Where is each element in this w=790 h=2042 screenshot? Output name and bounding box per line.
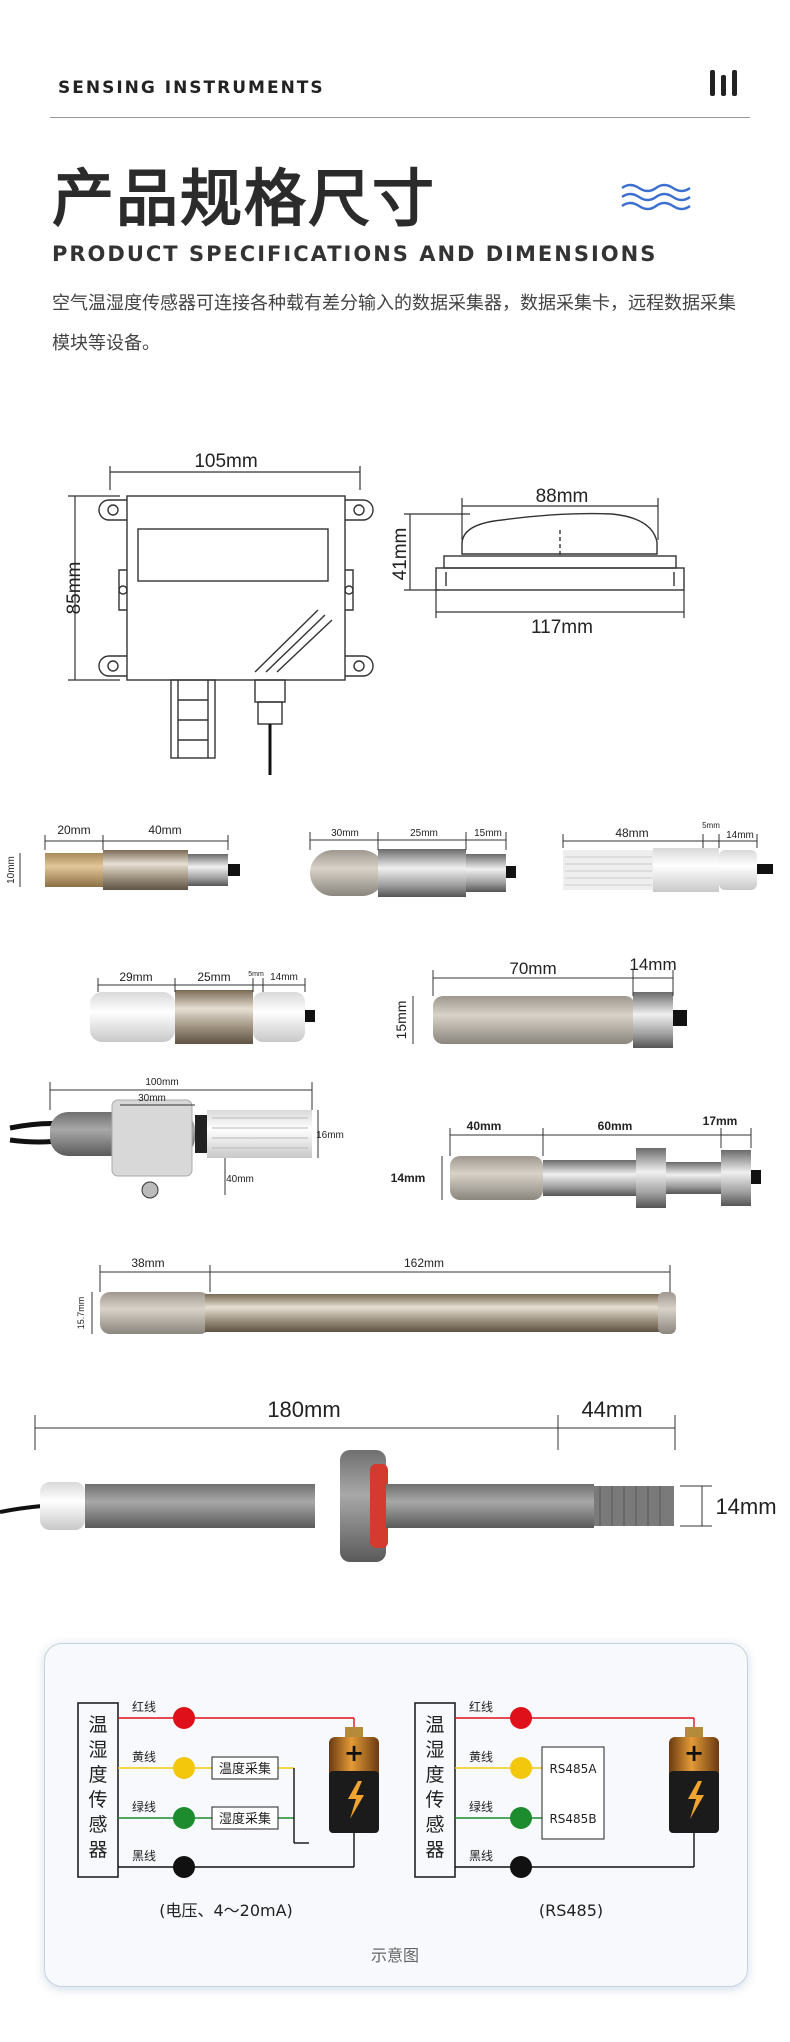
p2-dim-1: 30mm bbox=[331, 828, 359, 839]
left-sensor-char-3: 度 bbox=[88, 1764, 107, 1786]
p8-dim-3: 15.7mm bbox=[76, 1297, 86, 1330]
right-sensor-char-2: 湿 bbox=[425, 1739, 444, 1761]
diagram-footer: 示意图 bbox=[371, 1946, 419, 1965]
left-box-temp: 温度采集 bbox=[219, 1761, 271, 1777]
p6-dim-4: 40mm bbox=[226, 1174, 254, 1185]
header-divider bbox=[50, 117, 750, 118]
right-sensor-char-6: 器 bbox=[425, 1839, 444, 1861]
left-sensor-char-1: 温 bbox=[88, 1714, 107, 1736]
left-caption: (电压、4～20mA) bbox=[159, 1901, 293, 1920]
bars-icon bbox=[710, 70, 737, 96]
page-title: 产品规格尺寸 bbox=[52, 162, 437, 235]
right-box-rs485b: RS485B bbox=[549, 1812, 596, 1826]
left-wire-green: 绿线 bbox=[132, 1799, 156, 1814]
p8-dim-2: 162mm bbox=[404, 1256, 444, 1270]
dim-front-height: 85mm bbox=[64, 562, 85, 615]
wiring-diagram: 温 湿 度 传 感 器 温度采集 湿度采集 红线 黄线 绿线 黑线 + (电压、… bbox=[77, 1699, 719, 1965]
right-sensor-char-4: 传 bbox=[425, 1789, 444, 1811]
p6-dim-2: 30mm bbox=[138, 1093, 166, 1104]
dim-front-width: 105mm bbox=[194, 451, 257, 472]
p4-dim-3: 5mm bbox=[248, 971, 264, 978]
dim-side-height: 41mm bbox=[390, 528, 411, 581]
p9-dim-3: 14mm bbox=[715, 1494, 776, 1519]
p5-dim-3: 15mm bbox=[393, 1001, 409, 1040]
p5-dim-1: 70mm bbox=[509, 959, 556, 978]
right-wire-black: 黑线 bbox=[469, 1849, 493, 1863]
p2-dim-2: 25mm bbox=[410, 828, 438, 839]
p3-dim-3: 14mm bbox=[726, 830, 754, 841]
p4-dim-1: 29mm bbox=[119, 970, 152, 984]
right-sensor-char-3: 度 bbox=[425, 1764, 444, 1786]
description-text: 空气温湿度传感器可连接各种载有差分输入的数据采集器，数据采集卡，远程数据采集模块… bbox=[52, 293, 736, 354]
battery-icon: + bbox=[669, 1727, 719, 1833]
left-wire-yellow: 黄线 bbox=[132, 1750, 156, 1764]
right-box-rs485a: RS485A bbox=[549, 1762, 597, 1776]
p1-dim-3: 10mm bbox=[6, 856, 17, 884]
p2-dim-3: 15mm bbox=[474, 828, 502, 839]
housing-drawing: 105mm 85mm 88mm 41mm 117mm bbox=[64, 451, 685, 775]
right-wire-red: 红线 bbox=[469, 1699, 493, 1714]
p9-dim-1: 180mm bbox=[267, 1397, 340, 1422]
left-sensor-char-2: 湿 bbox=[88, 1739, 107, 1761]
p7-dim-4: 14mm bbox=[391, 1171, 426, 1185]
p4-dim-2: 25mm bbox=[197, 970, 230, 984]
left-sensor-char-6: 器 bbox=[88, 1839, 107, 1861]
p7-dim-2: 60mm bbox=[598, 1119, 633, 1133]
left-wire-black: 黑线 bbox=[132, 1849, 156, 1863]
left-box-humidity: 湿度采集 bbox=[219, 1811, 271, 1827]
probe-drawings: 20mm 40mm 10mm 30mm 25mm 15mm 48mm 5mm 1… bbox=[0, 821, 777, 1562]
right-sensor-char-5: 感 bbox=[425, 1814, 444, 1836]
left-wire-red: 红线 bbox=[132, 1699, 156, 1714]
svg-text:+: + bbox=[684, 1739, 704, 1767]
svg-text:+: + bbox=[344, 1739, 364, 1767]
page-subtitle: PRODUCT SPECIFICATIONS AND DIMENSIONS bbox=[52, 242, 658, 266]
brand-label: SENSING INSTRUMENTS bbox=[58, 78, 325, 98]
p4-dim-4: 14mm bbox=[270, 972, 298, 983]
p1-dim-1: 20mm bbox=[57, 823, 90, 837]
left-sensor-char-5: 感 bbox=[88, 1814, 107, 1836]
right-wire-green: 绿线 bbox=[469, 1799, 493, 1814]
p9-dim-2: 44mm bbox=[581, 1397, 642, 1422]
right-sensor-char-1: 温 bbox=[425, 1714, 444, 1736]
right-wire-yellow: 黄线 bbox=[469, 1750, 493, 1764]
dim-side-top: 88mm bbox=[536, 486, 589, 507]
p7-dim-3: 17mm bbox=[703, 1114, 738, 1128]
p3-dim-1: 48mm bbox=[615, 826, 648, 840]
dim-side-bottom: 117mm bbox=[531, 617, 593, 638]
wiring-panel bbox=[44, 1643, 748, 1987]
p5-dim-2: 14mm bbox=[629, 955, 676, 974]
battery-icon: + bbox=[329, 1727, 379, 1833]
right-caption: (RS485) bbox=[539, 1901, 603, 1920]
wave-icon bbox=[621, 183, 691, 211]
p8-dim-1: 38mm bbox=[131, 1256, 164, 1270]
left-sensor-char-4: 传 bbox=[88, 1789, 107, 1811]
p6-dim-1: 100mm bbox=[145, 1077, 178, 1088]
p6-dim-3: 16mm bbox=[316, 1130, 344, 1141]
p3-dim-2: 5mm bbox=[702, 821, 720, 830]
p7-dim-1: 40mm bbox=[467, 1119, 502, 1133]
p1-dim-2: 40mm bbox=[148, 823, 181, 837]
